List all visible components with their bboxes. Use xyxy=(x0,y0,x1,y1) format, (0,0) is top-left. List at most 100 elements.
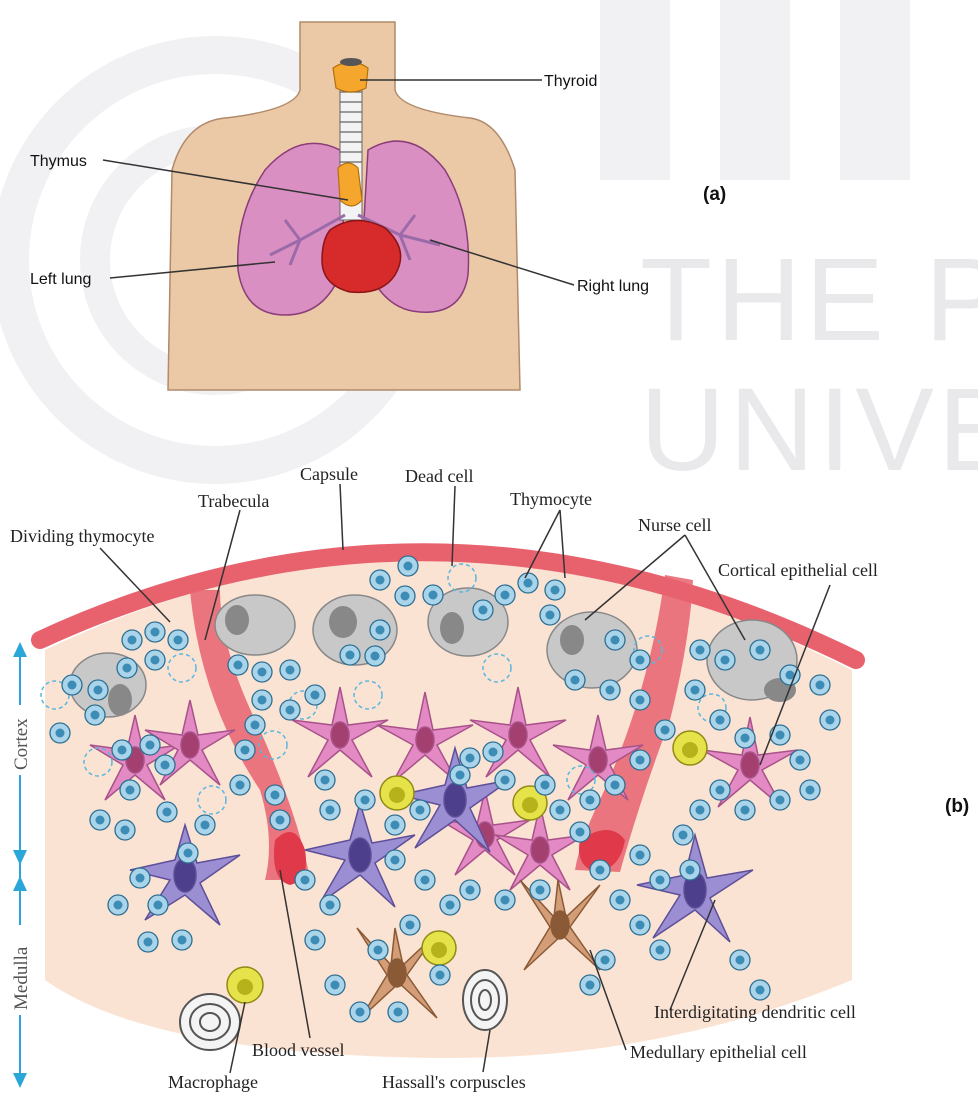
thymocyte-nucleus xyxy=(91,711,100,720)
thymocyte-nucleus xyxy=(234,661,243,670)
thymocyte-nucleus xyxy=(136,874,145,883)
thymocyte-nucleus xyxy=(696,646,705,655)
thymocyte-nucleus xyxy=(489,748,498,757)
label-cortical-epithelial-cell: Cortical epithelial cell xyxy=(718,560,878,580)
thymocyte-nucleus xyxy=(401,592,410,601)
thymocyte-nucleus xyxy=(174,636,183,645)
thymocyte-nucleus xyxy=(691,686,700,695)
thymocyte-nucleus xyxy=(374,946,383,955)
label-cortex: Cortex xyxy=(11,718,32,770)
thymocyte-nucleus xyxy=(756,646,765,655)
panel-a-tag: (a) xyxy=(703,184,726,205)
thymocyte-nucleus xyxy=(446,901,455,910)
thymocyte-nucleus xyxy=(826,716,835,725)
thymocyte-nucleus xyxy=(611,636,620,645)
thymocyte-nucleus xyxy=(276,816,285,825)
thymocyte-nucleus xyxy=(258,668,267,677)
thymocyte-nucleus xyxy=(636,696,645,705)
thymocyte-nucleus xyxy=(571,676,580,685)
thymocyte-nucleus xyxy=(716,716,725,725)
thymocyte-nucleus xyxy=(371,652,380,661)
thymocyte-nucleus xyxy=(656,946,665,955)
thymocyte-nucleus xyxy=(796,756,805,765)
thymocyte-nucleus xyxy=(178,936,187,945)
thymocyte-nucleus xyxy=(118,746,127,755)
thymocyte-nucleus xyxy=(536,886,545,895)
thymocyte-nucleus xyxy=(679,831,688,840)
thymocyte-nucleus xyxy=(501,776,510,785)
thymocyte-nucleus xyxy=(636,851,645,860)
thymocyte-nucleus xyxy=(394,1008,403,1017)
thymocyte-nucleus xyxy=(576,828,585,837)
thymocyte-nucleus xyxy=(586,796,595,805)
label-interdigitating-dendritic-cell: Interdigitating dendritic cell xyxy=(654,1002,856,1022)
thymocyte-nucleus xyxy=(94,686,103,695)
thymocyte-nucleus xyxy=(161,761,170,770)
thymocyte-nucleus xyxy=(721,656,730,665)
thymocyte-nucleus xyxy=(311,691,320,700)
thymocyte-nucleus xyxy=(756,986,765,995)
larynx xyxy=(340,58,362,66)
thymocyte-nucleus xyxy=(311,936,320,945)
watermark-line2: UNIVE xyxy=(640,364,978,496)
thymocyte-nucleus xyxy=(151,656,160,665)
thymocyte-nucleus xyxy=(258,696,267,705)
thymocyte-nucleus xyxy=(616,896,625,905)
label-dead-cell: Dead cell xyxy=(405,466,473,486)
label-thymus: Thymus xyxy=(30,153,87,170)
thymocyte-nucleus xyxy=(114,901,123,910)
label-trabecula: Trabecula xyxy=(198,491,269,511)
thymocyte-nucleus xyxy=(404,562,413,571)
thymocyte-nucleus xyxy=(346,651,355,660)
thymocyte-nucleus xyxy=(541,781,550,790)
panel-a-torso xyxy=(168,22,520,390)
thymocyte-nucleus xyxy=(696,806,705,815)
thymocyte-nucleus xyxy=(151,628,160,637)
thymocyte-nucleus xyxy=(741,806,750,815)
thymocyte-nucleus xyxy=(121,826,130,835)
thymocyte-nucleus xyxy=(391,821,400,830)
heart xyxy=(322,220,401,292)
thymocyte-nucleus xyxy=(716,786,725,795)
thymocyte-nucleus xyxy=(776,731,785,740)
thymocyte-nucleus xyxy=(331,981,340,990)
thymocyte-nucleus xyxy=(601,956,610,965)
thymocyte-nucleus xyxy=(286,706,295,715)
thymocyte-nucleus xyxy=(466,886,475,895)
thymocyte-nucleus xyxy=(96,816,105,825)
side-scale: Cortex Medulla xyxy=(8,642,32,1088)
thymocyte-nucleus xyxy=(376,576,385,585)
thymocyte-nucleus xyxy=(456,771,465,780)
thymocyte-nucleus xyxy=(321,776,330,785)
thymocyte-nucleus xyxy=(201,821,210,830)
thymocyte-nucleus xyxy=(286,666,295,675)
thymocyte-nucleus xyxy=(611,781,620,790)
thymocyte-nucleus xyxy=(661,726,670,735)
thymocyte-nucleus xyxy=(56,729,65,738)
thymocyte-nucleus xyxy=(163,808,172,817)
thymocyte-nucleus xyxy=(596,866,605,875)
label-thymocyte: Thymocyte xyxy=(510,489,592,509)
thymocyte-nucleus xyxy=(636,921,645,930)
thymocyte-nucleus xyxy=(736,956,745,965)
label-nurse-cell: Nurse cell xyxy=(638,515,711,535)
label-right-lung: Right lung xyxy=(577,278,649,295)
label-left-lung: Left lung xyxy=(30,271,91,288)
thymocyte-nucleus xyxy=(128,636,137,645)
thymocyte-nucleus xyxy=(144,938,153,947)
thyroid-gland xyxy=(333,62,368,92)
label-thyroid: Thyroid xyxy=(544,73,597,90)
thymocyte-nucleus xyxy=(123,664,132,673)
thymocyte-nucleus xyxy=(146,741,155,750)
thymocyte-nucleus xyxy=(466,754,475,763)
thymocyte-nucleus xyxy=(406,921,415,930)
thymocyte-nucleus xyxy=(326,901,335,910)
thymocyte-nucleus xyxy=(184,849,193,858)
label-macrophage: Macrophage xyxy=(168,1072,258,1092)
thymocyte-nucleus xyxy=(436,971,445,980)
label-medullary-epithelial-cell: Medullary epithelial cell xyxy=(630,1042,807,1062)
thymocyte-nucleus xyxy=(154,901,163,910)
thymocyte-nucleus xyxy=(421,876,430,885)
thymocyte-nucleus xyxy=(806,786,815,795)
